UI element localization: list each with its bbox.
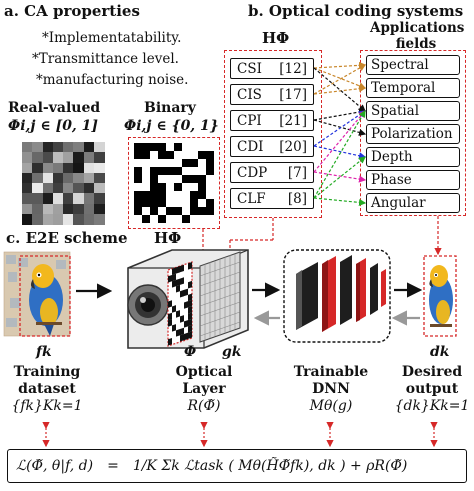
desired-output-label: Desired output {dk}Kk=1 (394, 364, 470, 414)
link-cdp-spatial (313, 110, 366, 173)
link-csi-spatial (313, 67, 366, 112)
link-cdp-phase (313, 171, 367, 183)
training-dataset-label: Training dataset {fk}Kk=1 (11, 364, 83, 414)
optical-layer-camera (127, 249, 249, 349)
binary-mask-highlight (128, 137, 220, 229)
link-csi-spectral (313, 61, 367, 69)
phi-label: Φ (184, 344, 197, 360)
trainable-dnn-label: Trainable DNN Mθ(g) (293, 364, 369, 414)
section-a-title: a. CA properties (4, 2, 140, 20)
link-cdi-spatial (313, 110, 366, 147)
section-b-title: b. Optical coding systems (248, 2, 464, 20)
output-image (423, 255, 457, 337)
system-cdi: CDI[20] (230, 136, 314, 157)
application-spectral: Spectral (366, 55, 460, 75)
binary-math: Φi,j ∈ {0, 1} (124, 118, 219, 134)
link-clf-angular (313, 197, 367, 206)
link-cpi-polarization (313, 119, 367, 136)
property-transmittance: *Transmittance level. (32, 51, 179, 67)
application-phase: Phase (366, 170, 460, 190)
loss-rhs: 1/K Σk ℒtask ( Mθ(H̃Φ̃fk), dk ) + ρR(Φ̃) (132, 458, 408, 474)
real-valued-mask-image (22, 142, 105, 225)
real-valued-math: Φi,j ∈ [0, 1] (8, 118, 99, 134)
section-c-title: c. E2E scheme (6, 229, 128, 247)
fk-label: fk (36, 344, 52, 360)
application-temporal: Temporal (366, 78, 460, 98)
link-cis-temporal (313, 85, 367, 95)
link-csi-temporal (313, 67, 367, 90)
applications-title: Applications fields (370, 20, 465, 52)
application-polarization: Polarization (366, 124, 460, 144)
link-cpi-spatial (313, 108, 367, 121)
link-cdi-depth (313, 145, 367, 160)
c-h-phi-label: HΦ (154, 229, 182, 247)
systems-group-frame (224, 50, 322, 218)
application-depth: Depth (366, 147, 460, 167)
property-implementability: *Implementatability. (42, 30, 182, 46)
system-clf: CLF[8] (230, 188, 314, 209)
h-phi-label: HΦ (262, 29, 290, 47)
loss-equals: = (107, 458, 119, 474)
system-cis: CIS[17] (230, 84, 314, 105)
loss-equation: ℒ(Φ̃, θ|f, d) = 1/K Σk ℒtask ( Mθ(H̃Φ̃fk… (7, 449, 467, 483)
link-cis-spectral (313, 64, 367, 95)
real-valued-label: Real-valued (8, 100, 101, 116)
dnn-block (283, 249, 391, 343)
application-spatial: Spatial (366, 101, 460, 121)
optical-layer-label: Optical Layer R(Φ̃) (175, 364, 233, 414)
dk-label: dk (430, 344, 450, 360)
link-clf-depth (313, 156, 366, 199)
system-cpi: CPI[21] (230, 110, 314, 131)
property-noise: *manufacturing noise. (36, 72, 189, 88)
gk-label: gk (222, 344, 242, 360)
loss-lhs: ℒ(Φ̃, θ|f, d) (16, 458, 94, 474)
application-angular: Angular (366, 193, 460, 213)
system-cdp: CDP[7] (230, 162, 314, 183)
training-images (3, 251, 71, 337)
link-clf-spatial (313, 109, 366, 199)
system-csi: CSI[12] (230, 58, 314, 79)
binary-mask-image (134, 143, 215, 224)
binary-label: Binary (144, 100, 196, 116)
